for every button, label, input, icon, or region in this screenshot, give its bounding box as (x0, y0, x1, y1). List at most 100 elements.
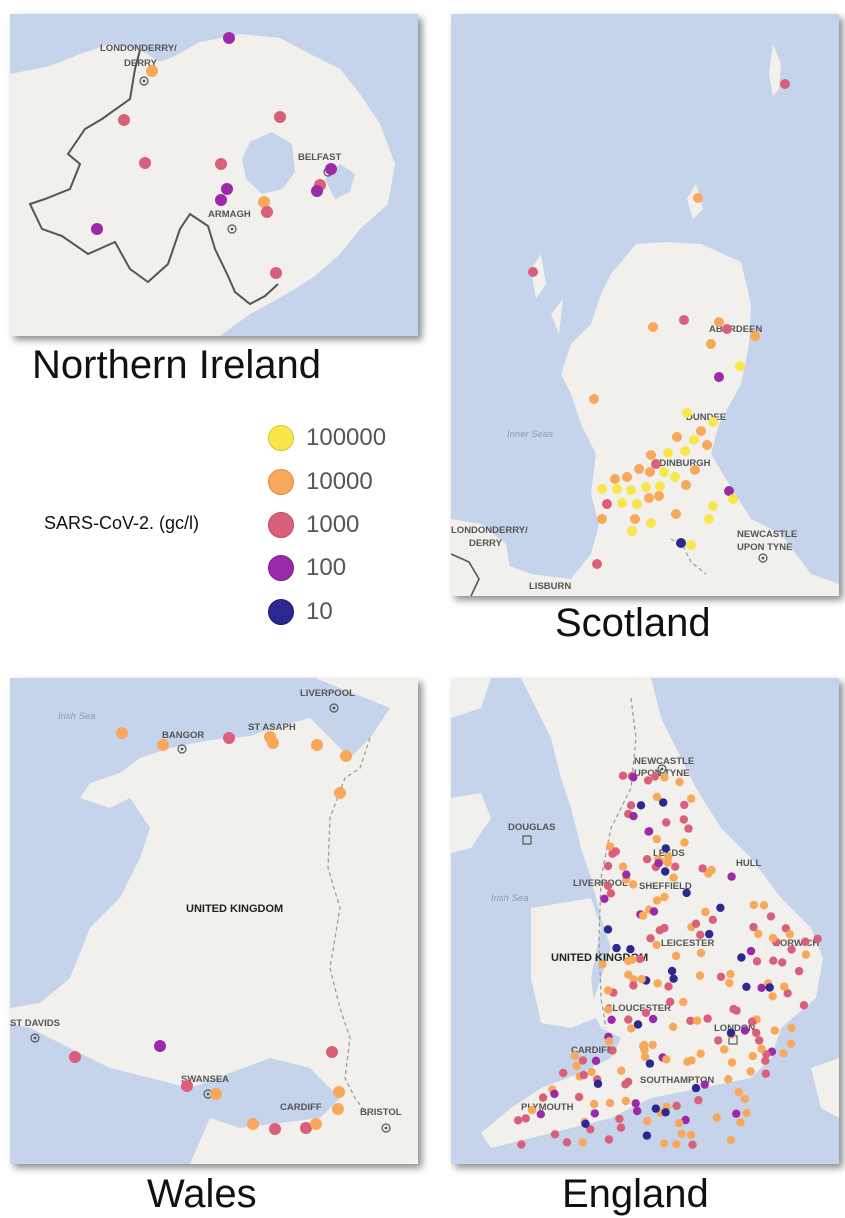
sample-point (621, 1096, 630, 1106)
sample-point (787, 945, 796, 954)
sample-point (701, 907, 710, 917)
sample-point (223, 32, 235, 44)
sample-point (654, 491, 664, 501)
sample-point (705, 929, 714, 939)
sample-point (652, 940, 661, 950)
sample-point (672, 1101, 681, 1110)
sample-point (645, 827, 654, 836)
sample-point (624, 1015, 633, 1024)
city-label-leicester: LEICESTER (661, 938, 714, 949)
sample-point (801, 937, 810, 946)
sample-point (118, 114, 130, 126)
sample-point (267, 737, 279, 749)
city-label-edinburgh: EDINBURGH (653, 458, 711, 469)
sample-point (659, 798, 668, 807)
sample-point (746, 1067, 755, 1076)
sample-point (671, 951, 681, 961)
sample-point (696, 426, 706, 436)
sample-point (340, 750, 352, 762)
sample-point (642, 1131, 652, 1140)
sample-point (615, 1114, 624, 1124)
sample-point (725, 978, 734, 988)
city-label-belfast: BELFAST (298, 152, 341, 163)
sample-point (627, 526, 637, 536)
sample-point (325, 163, 337, 175)
legend-item-100: 100 (268, 552, 346, 584)
sample-point (334, 787, 346, 799)
sample-point (688, 1140, 697, 1149)
sample-point (781, 924, 791, 933)
sample-point (687, 794, 696, 803)
sample-point (646, 450, 656, 460)
sample-point (652, 834, 661, 844)
sample-point (653, 979, 662, 988)
sea-label-irish-sea: Irish Sea (491, 893, 529, 904)
city-label-bristol: BRISTOL (360, 1107, 402, 1118)
sample-point (698, 864, 707, 873)
scotland-sample-points (528, 79, 790, 569)
sample-point (602, 499, 612, 509)
sea-label-inner-seas: Inner Seas (507, 429, 553, 440)
sample-point (643, 776, 653, 785)
legend-swatch (268, 599, 294, 625)
sample-point (757, 983, 766, 992)
sample-point (608, 1046, 617, 1055)
sample-point (622, 870, 631, 879)
sample-point (664, 982, 673, 991)
sample-point (624, 956, 633, 966)
sample-point (768, 992, 777, 1001)
sample-point (662, 1055, 671, 1064)
sample-point (270, 267, 282, 279)
northern-ireland-map[interactable]: LONDONDERRY/ DERRY BELFAST ARMAGH (10, 14, 418, 336)
legend-swatch (268, 512, 294, 538)
sample-point (746, 946, 756, 956)
sample-point (690, 465, 700, 475)
sample-point (686, 1016, 695, 1025)
sample-point (677, 1129, 686, 1139)
sample-point (737, 953, 746, 962)
sample-point (633, 1106, 642, 1116)
sample-point (750, 331, 760, 341)
sample-point (786, 1039, 796, 1048)
scotland-map[interactable]: ABERDEEN DUNDEE EDINBURGH NEWCASTLE UPON… (451, 14, 839, 596)
sample-point (646, 518, 656, 528)
legend-title: SARS-CoV-2. (gc/l) (44, 513, 200, 533)
england-map[interactable]: NEWCASTLE UPON TYNE DOUGLAS LEEDS HULL L… (451, 678, 839, 1164)
sample-point (528, 267, 538, 277)
sample-point (762, 1050, 771, 1059)
legend-swatch (268, 425, 294, 451)
sample-point (646, 934, 655, 943)
sample-point (780, 79, 790, 89)
sample-point (686, 1130, 696, 1139)
city-label-cardiff: CARDIFF (280, 1102, 322, 1113)
sample-point (578, 1056, 588, 1065)
country-label-united-kingdom: UNITED KINGDOM (186, 903, 283, 915)
wales-map[interactable]: LIVERPOOL BANGOR ST ASAPH ST DAVIDS SWAN… (10, 678, 418, 1164)
sample-point (679, 315, 689, 325)
sample-point (645, 467, 655, 477)
sample-point (645, 1059, 655, 1068)
sample-point (332, 1103, 344, 1115)
sample-point (633, 1020, 643, 1029)
sample-point (676, 538, 686, 548)
sample-point (769, 956, 778, 965)
city-label-derry: DERRY (124, 58, 158, 69)
sample-point (550, 1130, 560, 1139)
sample-point (612, 484, 622, 494)
sample-point (641, 1052, 650, 1062)
sample-point (666, 997, 675, 1006)
sample-point (759, 901, 769, 910)
sample-point (757, 1044, 766, 1054)
sample-point (578, 1138, 587, 1147)
sample-point (672, 1140, 681, 1149)
sample-point (572, 1061, 581, 1071)
sample-point (581, 1119, 590, 1128)
sample-point (637, 974, 646, 984)
sample-point (716, 903, 725, 912)
sample-point (668, 1022, 678, 1031)
sample-point (641, 1008, 651, 1017)
sample-point (326, 1046, 338, 1058)
country-label-united-kingdom: UNITED KINGDOM (551, 952, 648, 964)
sample-point (706, 339, 716, 349)
sample-point (714, 317, 724, 327)
